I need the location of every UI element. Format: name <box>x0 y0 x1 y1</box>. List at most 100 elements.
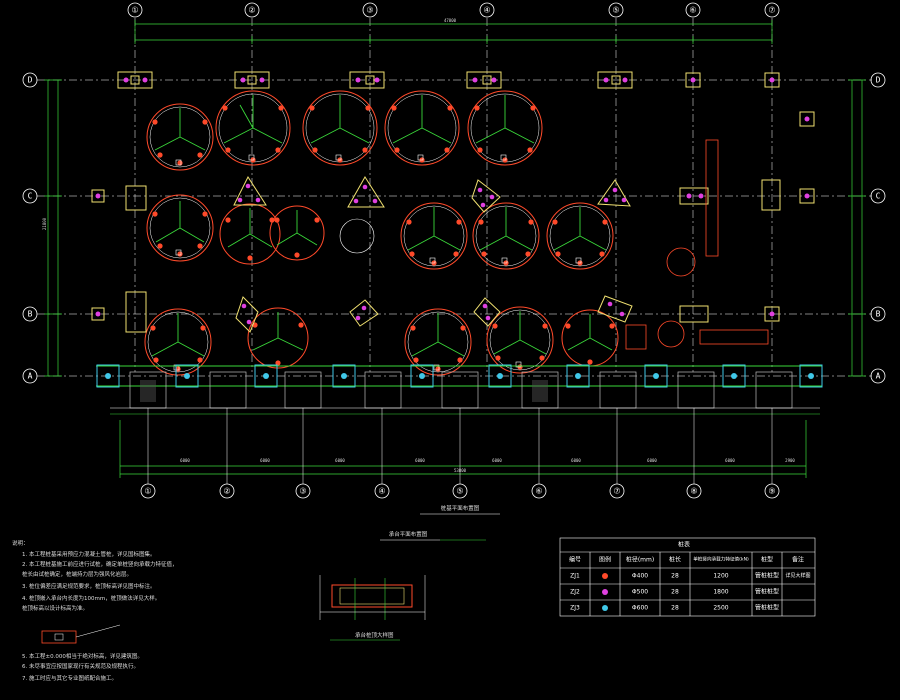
svg-text:桩长由试桩确定，桩端持力层为强风化岩层。: 桩长由试桩确定，桩端持力层为强风化岩层。 <box>22 570 132 578</box>
equipment-pad <box>699 329 769 345</box>
svg-text:单桩竖向承载力特征值(kN): 单桩竖向承载力特征值(kN) <box>693 556 749 563</box>
pile-caps-d-row <box>117 71 815 127</box>
svg-text:编号: 编号 <box>569 556 581 564</box>
svg-text:D: D <box>876 76 881 85</box>
a-axis-beam <box>96 365 822 387</box>
svg-text:①: ① <box>131 6 138 15</box>
svg-text:6000: 6000 <box>725 458 735 463</box>
svg-text:C: C <box>876 192 881 201</box>
detail-title: 承台平面布置图 <box>389 530 428 538</box>
detail-section-title: 承台桩顶大样图 <box>355 631 394 639</box>
tank-rings <box>144 90 619 376</box>
svg-text:管桩桩型: 管桩桩型 <box>755 572 779 580</box>
svg-text:A: A <box>876 372 881 381</box>
svg-text:6000: 6000 <box>647 458 657 463</box>
svg-text:1. 本工程桩基采用预应力混凝土管桩，详见国标图集。: 1. 本工程桩基采用预应力混凝土管桩，详见国标图集。 <box>22 550 156 558</box>
svg-text:ZJ1: ZJ1 <box>570 573 580 580</box>
small-pit-ring <box>666 247 696 277</box>
svg-text:Φ500: Φ500 <box>632 589 648 596</box>
svg-text:2. 本工程桩基施工前应进行试桩，确定单桩竖向承载力特征值，: 2. 本工程桩基施工前应进行试桩，确定单桩竖向承载力特征值， <box>22 560 178 568</box>
svg-text:Φ600: Φ600 <box>632 605 648 612</box>
top-axis-bubble: ② <box>244 2 260 372</box>
top-total-dim: 47800 <box>444 18 457 23</box>
svg-text:图例: 图例 <box>599 556 611 564</box>
svg-text:1800: 1800 <box>713 589 728 596</box>
svg-text:28: 28 <box>671 605 679 612</box>
zj1-piles-red <box>150 105 615 372</box>
svg-text:3. 桩位偏差应满足规范要求，桩顶标高详见图中标注。: 3. 桩位偏差应满足规范要求，桩顶标高详见图中标注。 <box>22 582 156 590</box>
foundation-pad-fill <box>140 380 548 402</box>
svg-text:③: ③ <box>299 487 306 496</box>
svg-text:③: ③ <box>366 6 373 15</box>
svg-text:ZJ3: ZJ3 <box>570 605 580 612</box>
svg-text:4. 桩顶嵌入承台内长度为100mm，桩顶做法详见大样。: 4. 桩顶嵌入承台内长度为100mm，桩顶做法详见大样。 <box>22 594 160 602</box>
svg-text:28: 28 <box>671 589 679 596</box>
zj2-piles-magenta <box>95 77 810 317</box>
tank-radial-lines <box>151 95 613 357</box>
top-axis-bubble: ④ <box>479 2 495 372</box>
svg-text:②: ② <box>223 487 230 496</box>
zj3-piles-cyan <box>105 373 814 379</box>
top-axis-bubble: ① <box>127 2 143 372</box>
notes-block: 说明： 1. 本工程桩基采用预应力混凝土管桩，详见国标图集。 2. 本工程桩基施… <box>12 539 178 682</box>
note-symbol-box <box>41 630 77 644</box>
svg-text:④: ④ <box>483 6 490 15</box>
svg-text:6000: 6000 <box>260 458 270 463</box>
top-axis-bubble: ⑤ <box>608 2 624 372</box>
svg-text:A: A <box>28 372 33 381</box>
column-markers <box>91 75 815 333</box>
svg-text:桩型: 桩型 <box>761 556 773 564</box>
zj1-legend-icon <box>602 573 608 579</box>
top-axis-bubble: ⑥ <box>685 2 701 372</box>
svg-text:桩径(mm): 桩径(mm) <box>626 556 654 564</box>
svg-text:⑤: ⑤ <box>456 487 463 496</box>
bottom-dimension <box>119 420 807 478</box>
svg-text:2500: 2500 <box>713 605 728 612</box>
equipment-ring <box>657 320 685 348</box>
svg-text:④: ④ <box>378 487 385 496</box>
zj2-legend-icon <box>602 589 608 595</box>
svg-text:⑨: ⑨ <box>768 487 775 496</box>
svg-text:⑤: ⑤ <box>612 6 619 15</box>
svg-text:6000: 6000 <box>415 458 425 463</box>
svg-text:6000: 6000 <box>180 458 190 463</box>
svg-text:B: B <box>876 310 881 319</box>
equipment-box <box>625 324 647 350</box>
svg-text:D: D <box>28 76 33 85</box>
svg-text:①: ① <box>144 487 151 496</box>
pile-legend-table: 桩表 编号 图例 桩径(mm) 桩长 单桩竖向承载力特征值(kN) 桩型 备注 … <box>559 537 816 617</box>
top-axis-bubble: ③ <box>362 2 378 372</box>
svg-text:28: 28 <box>671 573 679 580</box>
plan-title: 桩基平面布置图 <box>441 504 480 512</box>
svg-text:②: ② <box>248 6 255 15</box>
svg-text:⑦: ⑦ <box>613 487 620 496</box>
svg-text:桩顶标高以设计标高为准。: 桩顶标高以设计标高为准。 <box>22 604 88 612</box>
svg-text:⑧: ⑧ <box>690 487 697 496</box>
svg-text:6000: 6000 <box>492 458 502 463</box>
svg-text:ZJ2: ZJ2 <box>570 589 580 596</box>
svg-text:备注: 备注 <box>792 556 804 564</box>
svg-text:C: C <box>28 192 33 201</box>
svg-text:管桩桩型: 管桩桩型 <box>755 604 779 612</box>
top-dimension <box>134 20 773 44</box>
detail-drawing: 承台平面布置图 承台桩顶大样图 <box>319 530 486 641</box>
zj3-legend-icon <box>602 605 608 611</box>
svg-text:Φ400: Φ400 <box>632 573 648 580</box>
svg-text:桩长: 桩长 <box>669 556 681 564</box>
svg-text:5. 本工程±0.000相当于绝对标高，详见建筑图。: 5. 本工程±0.000相当于绝对标高，详见建筑图。 <box>22 652 143 660</box>
table-title: 桩表 <box>678 541 690 549</box>
notes-heading: 说明： <box>12 539 29 547</box>
top-axis-bubbles: ① ② ③ ④ ⑤ ⑥ ⑦ <box>127 2 780 372</box>
empty-tank-ring <box>339 218 375 254</box>
svg-text:1200: 1200 <box>713 573 728 580</box>
side-total-dim: 21800 <box>42 217 47 230</box>
bottom-dim-labels: 6000 6000 6000 6000 6000 6000 6000 6000 … <box>180 458 795 473</box>
polygon-cap-piles <box>237 183 627 325</box>
svg-text:详见大样图: 详见大样图 <box>785 572 810 579</box>
equipment-strip <box>705 139 719 257</box>
svg-text:2900: 2900 <box>785 458 795 463</box>
svg-text:⑥: ⑥ <box>535 487 542 496</box>
top-axis-bubble: ⑦ <box>764 2 780 372</box>
svg-text:⑥: ⑥ <box>689 6 696 15</box>
